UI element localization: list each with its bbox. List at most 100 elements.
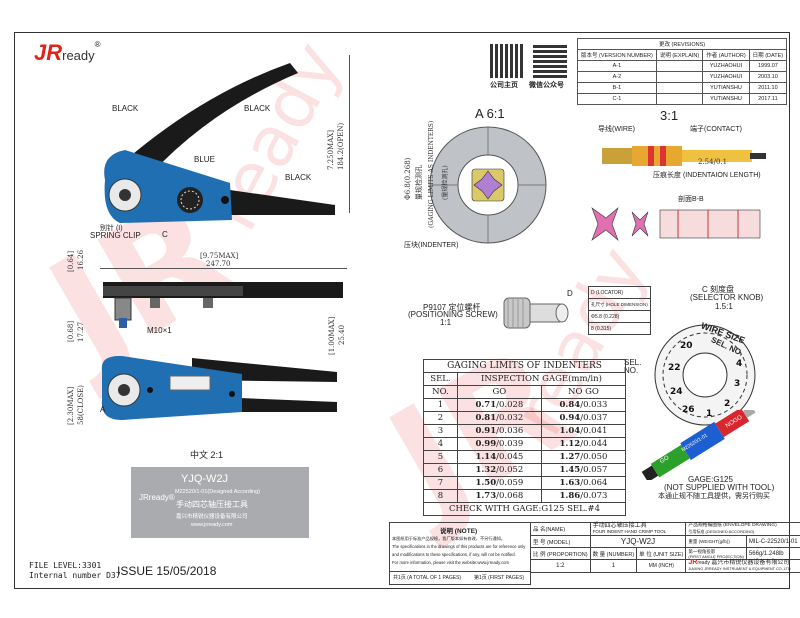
gaging-nogo-cell: 1.12/0.044: [540, 437, 627, 451]
rev-header: 日期 (DATE): [748, 49, 788, 61]
positioning-screw-cn: P9107 定位螺杆: [423, 303, 481, 312]
gaging-nogo-cell: 0.94/0.037: [540, 411, 627, 425]
positioning-screw-en: (POSITIONING SCREW): [408, 310, 498, 319]
gaging-sel-cell: 7: [423, 476, 458, 490]
gage-label-2: (NOT SUPPLIED WITH TOOL): [664, 483, 775, 492]
detail-31-contact-drawing: [602, 146, 766, 166]
gaging-nogo-cell: 1.86/0.073: [540, 489, 627, 503]
label-black-2: BLACK: [244, 104, 271, 113]
gaging-go-header: GO: [456, 385, 542, 399]
rev-cell: 1999.07: [748, 60, 788, 72]
gaging-go-cell: 0.91/0.036: [456, 424, 542, 438]
rev-header: 作者 (AUTHOR): [702, 49, 750, 61]
notes-line: 本图纸用于标准产品规格，我厂版本如有修改，不另行通知。: [392, 536, 506, 541]
gaging-sel-cell: 2: [423, 411, 458, 425]
dim-230-b: 58(CLOSE): [77, 384, 85, 425]
dim-230-a: [2.30MAX]: [67, 386, 75, 425]
label-a: A: [100, 405, 106, 414]
locator-head: D (LOCATOR): [588, 286, 651, 299]
dim-length-a: [9.75MAX]: [200, 252, 239, 260]
revisions-title: 更改 (REVISIONS): [576, 38, 788, 50]
tb-ratio: 1:2: [530, 559, 591, 573]
tb-name-cn: 手动四芯轴压接工具: [592, 523, 647, 529]
gaging-nogo-header: NO GO: [540, 385, 627, 399]
detail-31-length: 压痕长度 (INDENTAION LENGTH): [653, 172, 761, 179]
pages-row: 共1页 (A TOTAL OF 1 PAGES) 第1页 (FIRST PAGE…: [389, 571, 531, 585]
svg-text:3: 3: [734, 379, 740, 389]
tb-qty-label: 数 量 (NUMBER): [589, 547, 638, 560]
tool-side-view: [103, 282, 343, 328]
tb-company-en: JIAXING JRREADY INSTRUMENT & EQUIPMENT C…: [688, 567, 791, 571]
dim-height-open-b: 184.2(OPEN): [337, 122, 345, 170]
product-card: YJQ-W2J JRready® M22520/1-01(Designed Ac…: [131, 467, 309, 538]
positioning-screw-drawing: [503, 297, 569, 329]
detail-a-indenter: 压块(INDENTER): [404, 242, 459, 249]
tb-ratio-label: 比 例 (PROPORTION): [530, 547, 591, 560]
tb-weight-label: 重量 (WEIGHT(g/lb)): [685, 535, 747, 548]
gaging-go-cell: 0.71/0.028: [456, 398, 542, 412]
svg-text:20: 20: [680, 341, 693, 351]
tool-open-view: [104, 63, 335, 223]
dim-line-length: [100, 268, 347, 269]
label-c: C: [162, 230, 168, 239]
rev-cell: A-2: [577, 71, 657, 83]
gaging-nogo-cell: 1.04/0.041: [540, 424, 627, 438]
locator-row: 8 (0.315): [588, 322, 651, 335]
gage-drawing: [641, 410, 756, 480]
gaging-table: GAGING LIMITS OF INDENTERS SEL. INSPECTI…: [423, 359, 627, 516]
card-model: YJQ-W2J: [181, 473, 229, 485]
svg-text:4: 4: [736, 359, 742, 369]
tb-drawing-title: 产品规格编图纸 (ENVELOPE DRAWING): [688, 523, 777, 528]
gaging-go-cell: 1.14/0.045: [456, 450, 542, 464]
label-blue: BLUE: [194, 155, 215, 164]
drawing-frame: [14, 32, 790, 589]
gaging-no: NO.: [423, 385, 458, 399]
gaging-sel-cell: 8: [423, 489, 458, 503]
gaging-sel-cell: 6: [423, 463, 458, 477]
rev-cell: C-1: [577, 93, 657, 105]
brand-jr: JR: [34, 40, 63, 65]
gaging-go-cell: 0.99/0.039: [456, 437, 542, 451]
rev-cell: 2011.10: [748, 82, 788, 94]
detail-31-dim: 2.54/0.1: [698, 158, 728, 166]
knob-en: (SELECTOR KNOB): [690, 293, 764, 302]
knob-no-left: NO.: [624, 366, 639, 375]
label-spring-clip: SPRING CLIP: [90, 231, 141, 240]
rev-cell: [655, 60, 704, 72]
gage-label-1: GAGE:G125: [688, 475, 733, 484]
tb-name-en: FOUR INDENT HAND CRIMP TOOL: [592, 529, 667, 534]
knob-scale: 1.5:1: [715, 302, 733, 311]
gaging-sel-cell: 4: [423, 437, 458, 451]
rev-cell: YUTIANSHU: [702, 82, 750, 94]
gaging-title: GAGING LIMITS OF INDENTERS: [423, 359, 626, 373]
revisions-table: 更改 (REVISIONS) 版本号 (VERSION NUMBER) 说明 (…: [576, 38, 788, 105]
gaging-inspection: INSPECTION GAGE(mm/in): [456, 372, 627, 386]
qr-right[interactable]: [533, 44, 567, 78]
svg-text:22: 22: [668, 363, 681, 373]
rev-cell: YUTIANSHU: [702, 93, 750, 105]
rev-cell: [655, 71, 704, 83]
rev-cell: 2003.10: [748, 71, 788, 83]
label-black-1: BLACK: [112, 104, 139, 113]
tb-proj-en: (FIRST ANGLE PROJECTION): [688, 553, 744, 559]
notes-title: 说明 (NOTE): [440, 528, 478, 535]
rev-cell: 2017.11: [748, 93, 788, 105]
qr-left[interactable]: [490, 44, 524, 78]
detail-31-contact: 端子(CONTACT): [690, 126, 742, 133]
svg-text:26: 26: [682, 405, 695, 415]
tb-unit-label: 单 位 (UNIT SIZE): [636, 547, 687, 560]
rev-header: 版本号 (VERSION NUMBER): [577, 49, 657, 61]
brand-reg: ®: [94, 40, 101, 49]
gaging-sel-cell: 1: [423, 398, 458, 412]
tb-weight: 566g/1.248lb: [745, 547, 800, 560]
card-spec: M22520/1-01(Designed According): [175, 489, 260, 495]
detail-31-title: 3:1: [660, 108, 679, 123]
rev-cell: YUZHAOHUI: [702, 60, 750, 72]
